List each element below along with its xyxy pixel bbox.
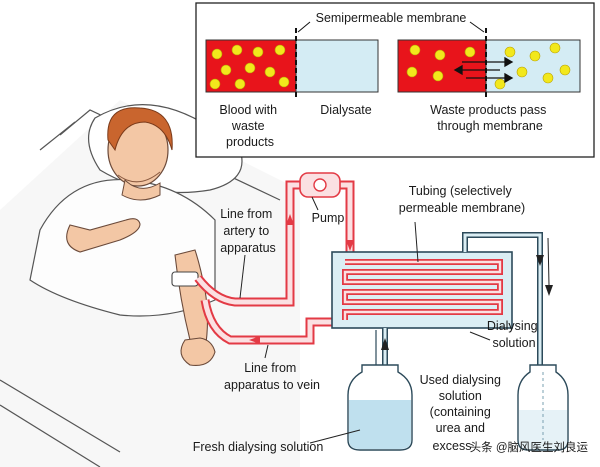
label-vein-line: Line from apparatus to vein — [224, 361, 320, 392]
pump — [299, 172, 341, 211]
label-tubing: Tubing (selectively permeable membrane) — [399, 184, 525, 215]
membrane-inset: Semipermeable membrane Blood with waste … — [195, 2, 595, 158]
label-artery-line: Line from artery to apparatus — [220, 207, 276, 255]
fresh-bottle — [347, 364, 413, 451]
label-dialysate: Dialysate — [320, 103, 371, 117]
used-bottle — [517, 364, 569, 451]
label-pump: Pump — [312, 211, 345, 225]
label-fresh-solution: Fresh dialysing solution — [193, 440, 324, 454]
dialysate-flow-arrows — [381, 255, 553, 350]
transfer-arrows — [453, 56, 514, 84]
blood-flow-arrows — [249, 214, 354, 344]
patient-illustration — [0, 100, 300, 467]
dialyser — [331, 221, 513, 329]
dialysate-compartment — [295, 39, 379, 93]
label-waste-pass: Waste products pass through membrane — [430, 103, 550, 133]
waste-dots — [209, 42, 571, 90]
label-blood: Blood with waste products — [219, 103, 280, 149]
watermark: 头条 @脑风医生刘良运 — [470, 440, 589, 454]
leader-lines — [239, 254, 361, 444]
label-dialysing-solution: Dialysing solution — [487, 319, 541, 350]
blood-lines — [194, 180, 355, 345]
inset-title: Semipermeable membrane — [316, 11, 467, 25]
label-used-solution: Used dialysing solution (containing urea… — [420, 373, 505, 453]
